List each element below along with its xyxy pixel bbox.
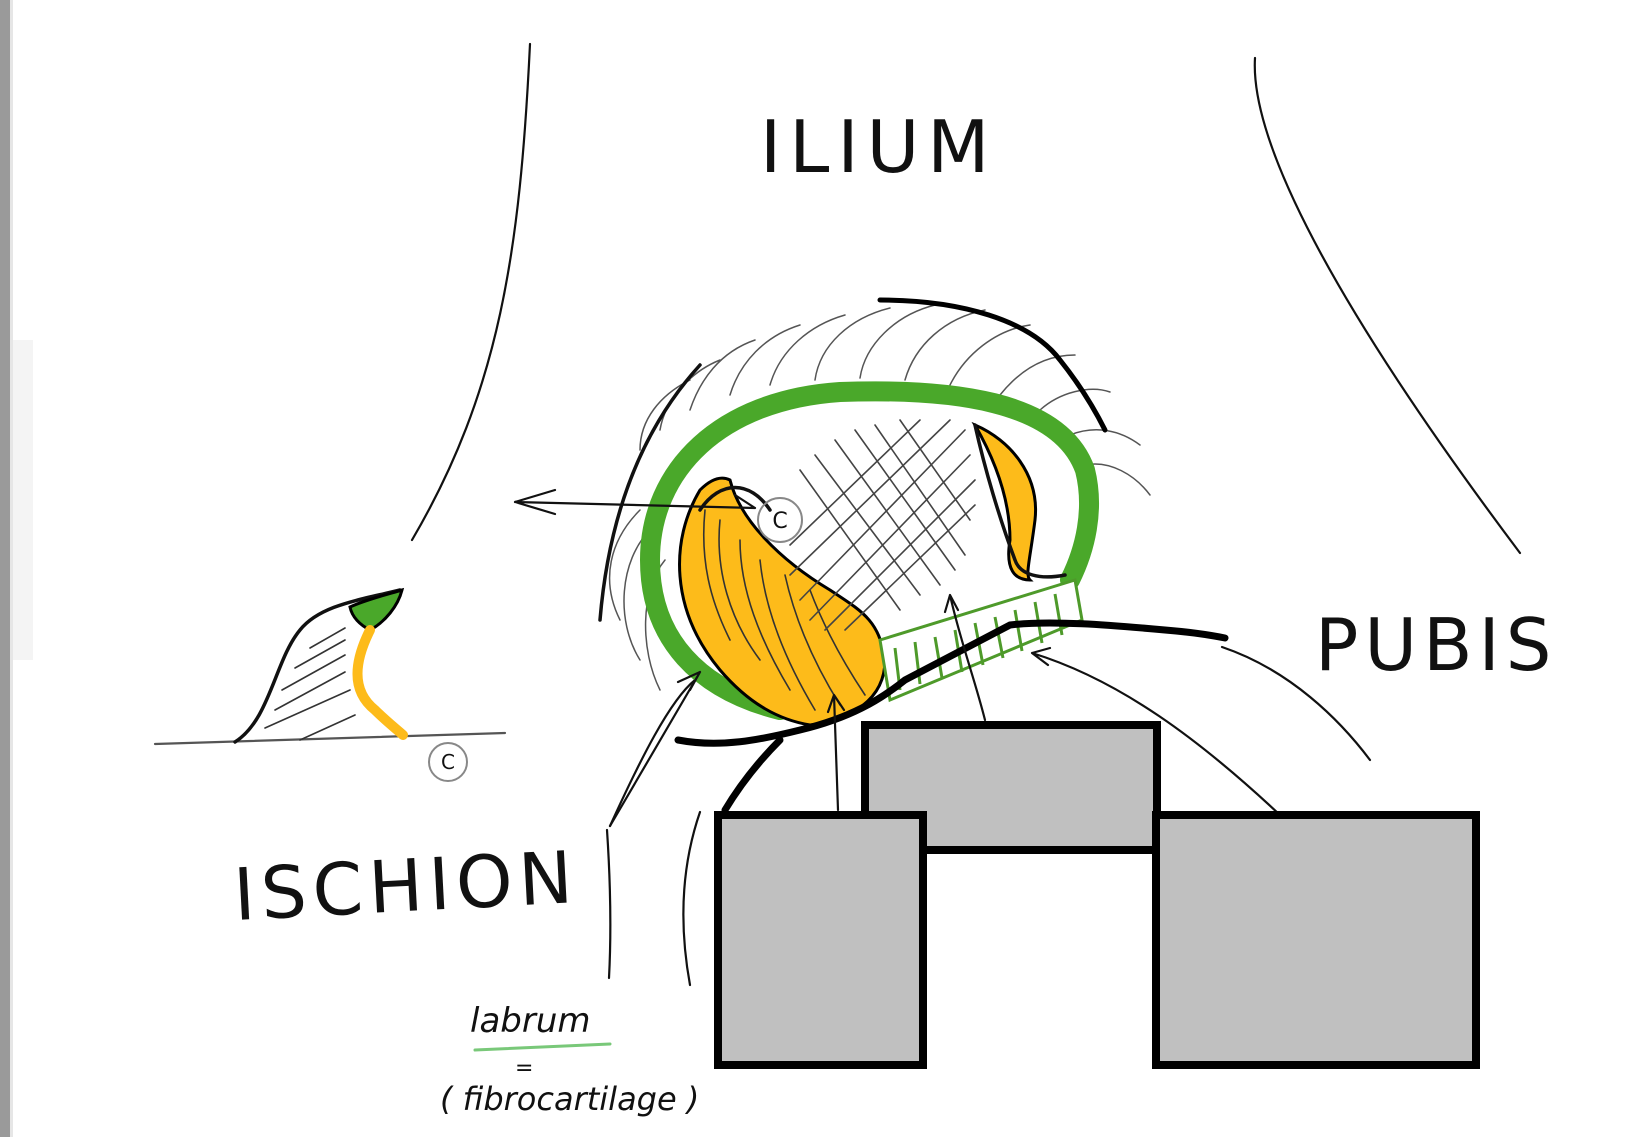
- acetabulum-main: C: [513, 297, 1282, 828]
- window-left-edge: [0, 0, 10, 1137]
- lunate-cartilage-right: [971, 421, 1038, 582]
- inset-baseline: [153, 731, 507, 746]
- lunate-cartilage-left: [678, 476, 887, 727]
- acetabular-notch-base: [674, 619, 1229, 747]
- label-fibrocartilage: ( fibrocartilage ): [440, 1080, 699, 1118]
- lunate-cartilage-hatch: [702, 509, 866, 711]
- left-rim-outline: [598, 363, 702, 622]
- ilium-right-contour: [1253, 56, 1522, 555]
- inset-outline: [233, 588, 402, 744]
- arrow-to-cartilage: [826, 693, 846, 812]
- ischial-ramus-edge: [721, 736, 784, 814]
- ischion-vertical-line: [605, 828, 612, 980]
- fossa-inner-outline: [698, 423, 1067, 579]
- inset-cartilage-yellow: [352, 625, 408, 740]
- faint-left-panel: [13, 340, 33, 660]
- label-labrum: labrum: [470, 1001, 591, 1041]
- labrum-underline: [473, 1042, 612, 1052]
- arrow-double-c: [513, 488, 757, 516]
- inset-copyright-circle: [428, 742, 468, 782]
- inset-hatching: [264, 627, 356, 741]
- pubis-lower-contour: [1220, 645, 1372, 762]
- lower-curve-left: [682, 810, 702, 987]
- ilium-left-contour: [410, 42, 532, 542]
- redaction-box-left: [714, 811, 927, 1069]
- ischion-contour: [608, 678, 697, 828]
- inset-copyright-letter: C: [441, 750, 455, 774]
- upper-rim-outline: [877, 297, 1108, 433]
- acetabular-fossa-crosshatch: [789, 419, 976, 631]
- labrum-ring-green: [639, 381, 1100, 720]
- pelvis-outline: [410, 42, 1522, 987]
- label-pubis: PUBIS: [1315, 603, 1557, 687]
- redaction-box-right: [1152, 811, 1480, 1069]
- copyright-letter-main: C: [772, 509, 787, 534]
- outer-rim-arcs: [608, 304, 1151, 691]
- label-equals: =: [515, 1056, 533, 1081]
- arrow-to-ligament: [1030, 646, 1282, 817]
- label-ilium: ILIUM: [760, 105, 997, 189]
- copyright-circle-main: [757, 497, 803, 543]
- inset-labrum-green: [348, 587, 405, 632]
- labrum-cross-section-inset: C: [153, 587, 507, 782]
- redaction-boxes: [714, 721, 1480, 1069]
- arrow-to-labrum: [608, 670, 702, 828]
- arrow-to-fossa: [943, 593, 987, 722]
- label-ischion: ISCHION: [231, 835, 580, 937]
- labels: ILIUM PUBIS ISCHION labrum = ( fibrocart…: [231, 105, 1557, 1118]
- window-left-edge-shadow: [10, 0, 13, 1137]
